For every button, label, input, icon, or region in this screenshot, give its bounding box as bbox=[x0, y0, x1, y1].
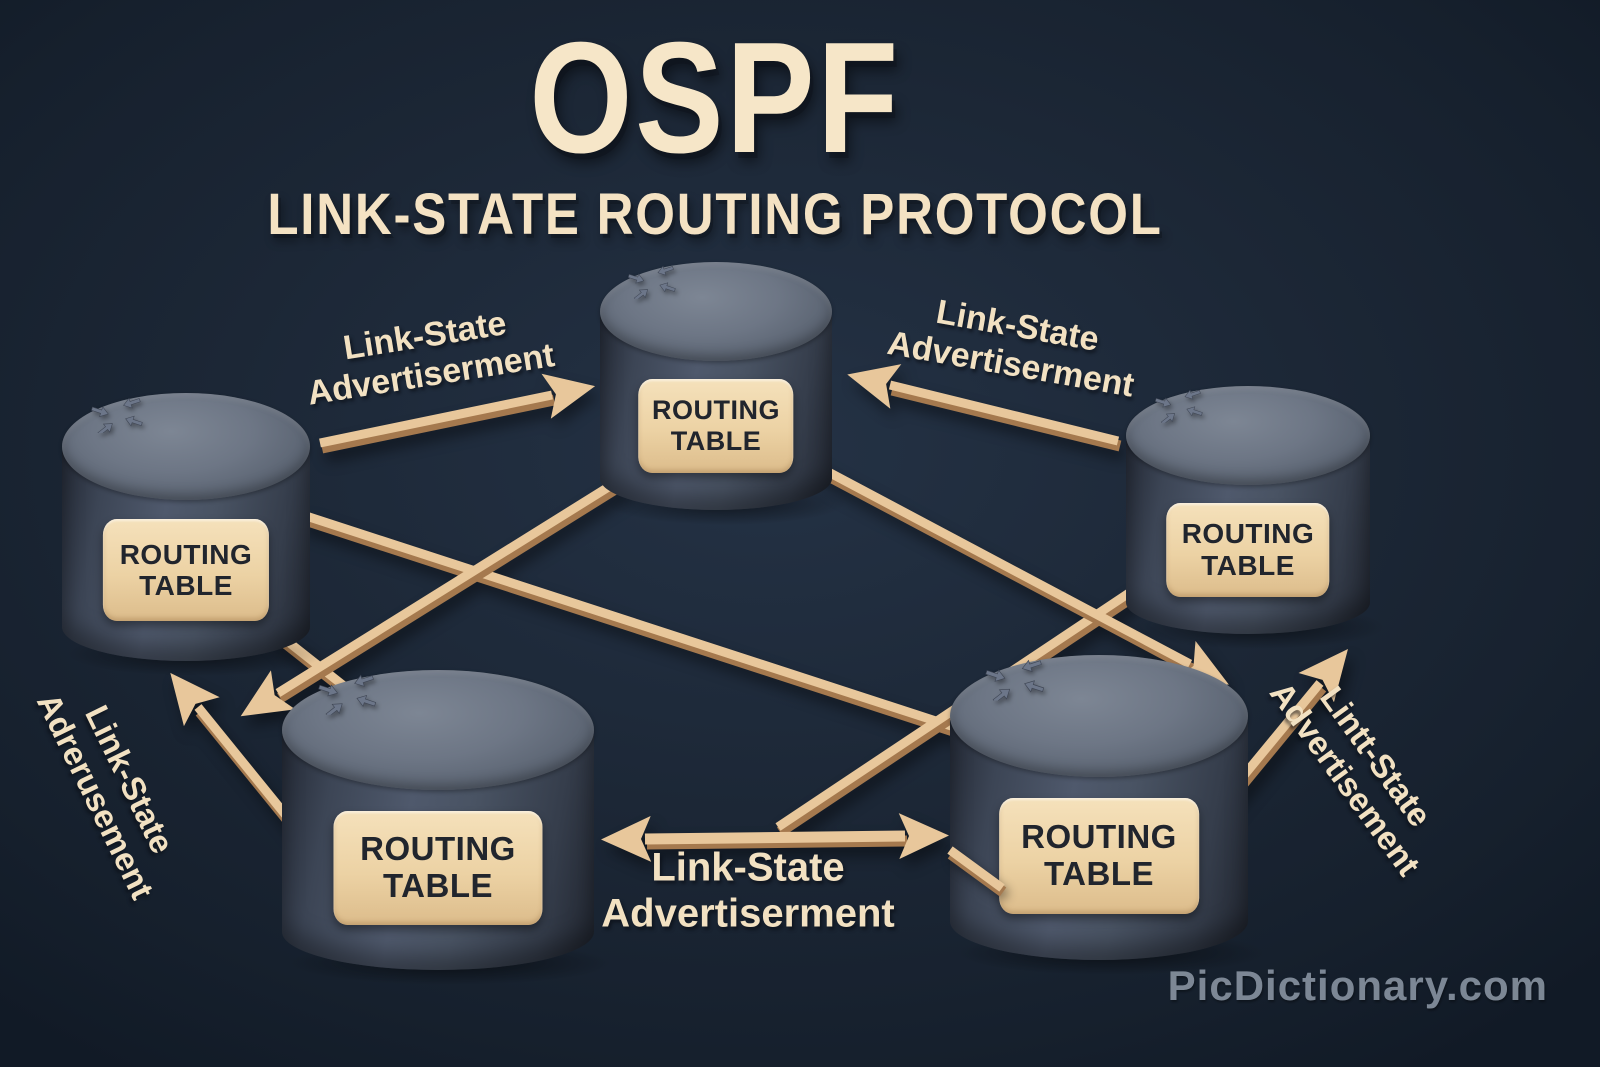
plaque-line1: ROUTING bbox=[119, 538, 253, 570]
label-line2: Advertiserment bbox=[601, 892, 895, 936]
routing-table-plaque: ROUTING TABLE bbox=[333, 811, 543, 925]
beam-top-to-southwest-arrow bbox=[240, 454, 660, 717]
lsa-arrow-top-left bbox=[319, 373, 596, 454]
plaque-line2: TABLE bbox=[139, 569, 233, 601]
plaque-line2: TABLE bbox=[1201, 549, 1295, 581]
routing-table-plaque: ROUTING TABLE bbox=[102, 518, 270, 621]
routing-table-plaque: ROUTING TABLE bbox=[1166, 502, 1330, 597]
routing-table-plaque: ROUTING TABLE bbox=[999, 798, 1199, 915]
router-bottom-left: ROUTING TABLE bbox=[282, 670, 619, 986]
plaque-line2: TABLE bbox=[670, 425, 762, 456]
router-top-face bbox=[282, 670, 594, 790]
plaque-line2: TABLE bbox=[382, 867, 494, 904]
router-top-face bbox=[1126, 386, 1370, 486]
title-block: OSPF LINK-STATE ROUTING PROTOCOL bbox=[206, 10, 1223, 248]
router-top-face bbox=[62, 393, 310, 501]
lsa-arrow-top-right bbox=[847, 364, 1122, 452]
router-bottom-right: ROUTING TABLE bbox=[950, 655, 1272, 976]
watermark: PicDictionary.com bbox=[1167, 962, 1548, 1009]
plaque-line1: ROUTING bbox=[1181, 518, 1315, 550]
page-title: OSPF bbox=[529, 10, 901, 186]
plaque-line1: ROUTING bbox=[652, 395, 780, 426]
router-right: ROUTING TABLE bbox=[1126, 386, 1390, 650]
plaque-line2: TABLE bbox=[1043, 855, 1155, 893]
router-top-face bbox=[600, 262, 832, 362]
label-line1: Link-State bbox=[651, 845, 845, 890]
routing-table-plaque: ROUTING TABLE bbox=[638, 378, 794, 473]
beam-left-to-bottomright-arrow bbox=[298, 509, 989, 748]
lsa-double-arrow-bottom bbox=[601, 813, 949, 862]
router-left: ROUTING TABLE bbox=[62, 393, 330, 677]
plaque-line1: ROUTING bbox=[1021, 818, 1177, 856]
label-lsa-bottom-center: Link-State Advertiserment bbox=[601, 845, 894, 938]
plaque-line1: ROUTING bbox=[360, 830, 516, 868]
router-top: ROUTING TABLE bbox=[600, 262, 851, 526]
page-subtitle: LINK-STATE ROUTING PROTOCOL bbox=[267, 182, 1163, 248]
